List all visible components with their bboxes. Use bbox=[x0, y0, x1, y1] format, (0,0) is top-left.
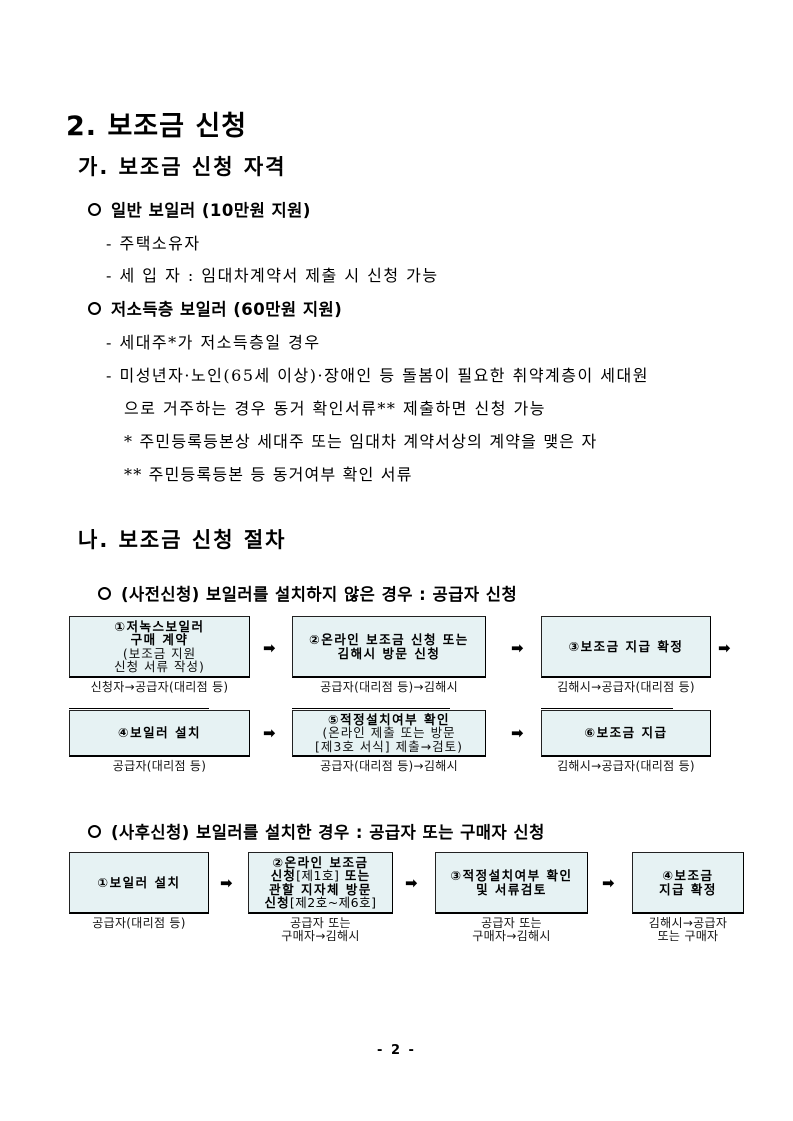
step-title-mixed: 신청[제1호] 또는 bbox=[271, 869, 371, 883]
arrow-right-icon: ➡ bbox=[511, 639, 524, 657]
step-title: 구매 계약 bbox=[130, 632, 189, 647]
caption-line: 구매자→김해시 bbox=[472, 928, 551, 943]
step-title-bold: 신청 bbox=[270, 868, 297, 883]
procedure-title: 나. 보조금 신청 절차 bbox=[78, 528, 287, 552]
pre-step-5-caption: 공급자(대리점 등)→김해시 bbox=[320, 759, 458, 773]
step-title-bold: 신청 bbox=[264, 895, 290, 910]
post-step-4-box: ④보조금 지급 확정 bbox=[632, 852, 744, 914]
pre-step-3-caption: 김해시→공급자(대리점 등) bbox=[557, 680, 695, 694]
step-title: ⑤적정설치여부 확인 bbox=[328, 711, 450, 727]
step-title: ⑥보조금 지급 bbox=[584, 725, 668, 741]
general-boiler-heading: 일반 보일러 (10만원 지원) bbox=[88, 197, 311, 221]
step-subtitle: 신청 서류 작성) bbox=[114, 659, 205, 674]
low-income-item-continued: 으로 거주하는 경우 동거 확인서류** 제출하면 신청 가능 bbox=[124, 399, 546, 418]
step-title-bold: 또는 bbox=[339, 868, 371, 883]
post-application-heading: (사후신청) 보일러를 설치한 경우 : 공급자 또는 구매자 신청 bbox=[88, 819, 545, 843]
general-boiler-heading-text: 일반 보일러 (10만원 지원) bbox=[111, 201, 311, 220]
circle-bullet-icon bbox=[98, 586, 111, 600]
pre-step-5-box: ⑤적정설치여부 확인 (온라인 제출 또는 방문 [제3호 서식] 제출→검토) bbox=[292, 710, 486, 757]
footnote: ** 주민등록등본 등 동거여부 확인 서류 bbox=[124, 465, 413, 484]
circle-bullet-icon bbox=[88, 202, 101, 216]
pre-step-2-box: ②온라인 보조금 신청 또는 김해시 방문 신청 bbox=[292, 616, 486, 678]
step-title: ④보일러 설치 bbox=[118, 725, 201, 741]
pre-step-3-box: ③보조금 지급 확정 bbox=[541, 616, 711, 678]
post-application-heading-text: (사후신청) 보일러를 설치한 경우 : 공급자 또는 구매자 신청 bbox=[111, 823, 545, 842]
post-step-3-box: ③적정설치여부 확인 및 서류검토 bbox=[435, 852, 588, 914]
step-title: ②온라인 보조금 신청 또는 bbox=[309, 632, 469, 647]
footnote: * 주민등록등본상 세대주 또는 임대차 계약서상의 계약을 맺은 자 bbox=[124, 432, 598, 451]
section-title: 2. 보조금 신청 bbox=[66, 111, 248, 142]
post-step-1-box: ①보일러 설치 bbox=[69, 852, 209, 914]
step-title: ③보조금 지급 확정 bbox=[568, 638, 684, 654]
step-title: ①저녹스보일러 bbox=[114, 618, 205, 634]
arrow-right-icon: ➡ bbox=[602, 874, 615, 892]
step-subtitle: (온라인 제출 또는 방문 bbox=[322, 725, 456, 741]
arrow-right-icon: ➡ bbox=[263, 724, 276, 742]
caption-line: 김해시→공급자 bbox=[648, 916, 728, 930]
pre-application-heading: (사전신청) 보일러를 설치하지 않은 경우 : 공급자 신청 bbox=[98, 581, 517, 605]
pre-step-4-box: ④보일러 설치 bbox=[69, 710, 250, 757]
post-step-1-caption: 공급자(대리점 등) bbox=[92, 916, 186, 930]
divider bbox=[69, 708, 209, 709]
post-step-2-box: ②온라인 보조금 신청[제1호] 또는 관할 지자체 방문 신청[제2호~제6호… bbox=[248, 852, 393, 914]
eligibility-title: 가. 보조금 신청 자격 bbox=[78, 155, 287, 179]
step-subtitle: [제3호 서식] 제출→검토) bbox=[314, 738, 463, 754]
pre-step-1-caption: 신청자→공급자(대리점 등) bbox=[90, 680, 229, 694]
step-title: ①보일러 설치 bbox=[97, 874, 181, 890]
step-title: ④보조금 bbox=[662, 868, 714, 883]
arrow-right-icon: ➡ bbox=[220, 874, 233, 892]
step-title: ②온라인 보조금 bbox=[272, 854, 369, 870]
circle-bullet-icon bbox=[88, 824, 101, 838]
pre-step-4-caption: 공급자(대리점 등) bbox=[112, 759, 207, 773]
low-income-item: - 세대주*가 저소득층일 경우 bbox=[106, 333, 321, 352]
divider bbox=[292, 708, 450, 709]
circle-bullet-icon bbox=[88, 301, 101, 315]
page-number: - 2 - bbox=[377, 1043, 416, 1058]
pre-step-1-box: ①저녹스보일러 구매 계약 (보조금 지원 신청 서류 작성) bbox=[69, 616, 250, 678]
caption-line: 공급자 또는 bbox=[290, 916, 351, 930]
pre-step-6-box: ⑥보조금 지급 bbox=[541, 710, 711, 757]
general-item: - 주택소유자 bbox=[106, 234, 201, 253]
low-income-heading-text: 저소득층 보일러 (60만원 지원) bbox=[111, 300, 343, 319]
step-title-mixed: 신청[제2호~제6호] bbox=[264, 896, 376, 910]
caption-line: 공급자 또는 bbox=[481, 916, 542, 930]
arrow-right-icon: ➡ bbox=[405, 874, 418, 892]
pre-step-6-caption: 김해시→공급자(대리점 등) bbox=[557, 759, 695, 773]
caption-line: 구매자→김해시 bbox=[281, 928, 360, 943]
arrow-right-icon: ➡ bbox=[511, 724, 524, 742]
pre-step-2-caption: 공급자(대리점 등)→김해시 bbox=[320, 680, 458, 694]
arrow-right-icon: ➡ bbox=[263, 639, 276, 657]
low-income-boiler-heading: 저소득층 보일러 (60만원 지원) bbox=[88, 296, 342, 320]
step-subtitle: (보조금 지원 bbox=[122, 645, 197, 661]
caption-line: 또는 구매자 bbox=[657, 928, 719, 943]
divider bbox=[541, 708, 673, 709]
pre-application-heading-text: (사전신청) 보일러를 설치하지 않은 경우 : 공급자 신청 bbox=[121, 585, 518, 604]
arrow-right-icon: ➡ bbox=[718, 639, 731, 657]
step-title: 및 서류검토 bbox=[476, 881, 547, 897]
post-step-3-caption: 공급자 또는 구매자→김해시 bbox=[435, 917, 588, 942]
form-number: [제1호] bbox=[296, 868, 340, 883]
form-number: [제2호~제6호] bbox=[289, 895, 377, 910]
post-step-4-caption: 김해시→공급자 또는 구매자 bbox=[632, 917, 744, 942]
step-title: ③적정설치여부 확인 bbox=[450, 868, 573, 883]
low-income-item: - 미성년자·노인(65세 이상)·장애인 등 돌봄이 필요한 취약계층이 세대… bbox=[106, 366, 649, 385]
step-title: 관할 지자체 방문 bbox=[269, 881, 372, 897]
step-title: 김해시 방문 신청 bbox=[337, 645, 441, 661]
post-step-2-caption: 공급자 또는 구매자→김해시 bbox=[248, 917, 393, 942]
step-title: 지급 확정 bbox=[659, 881, 717, 897]
general-item: - 세 입 자 : 임대차계약서 제출 시 신청 가능 bbox=[106, 266, 439, 285]
